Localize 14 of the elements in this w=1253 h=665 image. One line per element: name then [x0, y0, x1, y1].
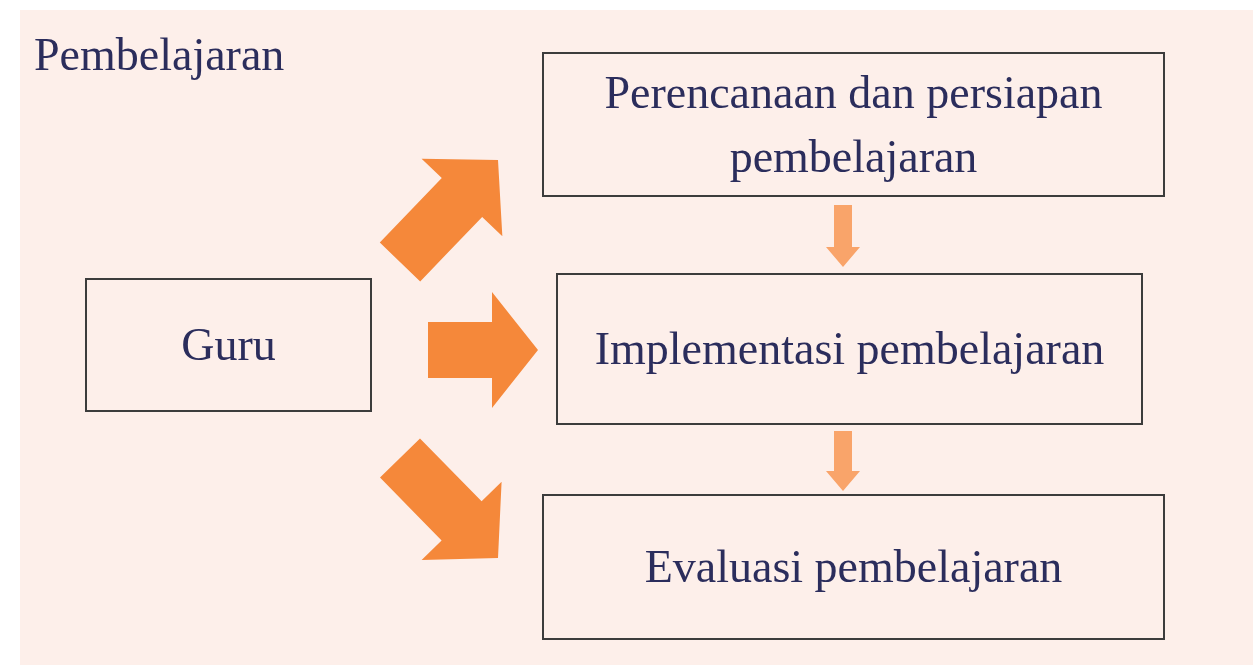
box-label: Evaluasi pembelajaran [644, 540, 1063, 595]
diagram-title: Pembelajaran [34, 28, 285, 81]
block-arrow [380, 438, 502, 561]
block-arrow [826, 431, 860, 491]
box-label: Perencanaan dan persiapan pembelajaran [603, 66, 1104, 184]
process-box [85, 278, 372, 412]
block-arrow [428, 292, 538, 408]
box-label: Guru [181, 318, 276, 373]
box-label: Implementasi pembelajaran [594, 322, 1105, 377]
block-arrow [826, 205, 860, 267]
process-box [542, 494, 1165, 640]
block-arrow [379, 158, 503, 282]
process-box [556, 273, 1143, 425]
process-box [542, 52, 1165, 197]
